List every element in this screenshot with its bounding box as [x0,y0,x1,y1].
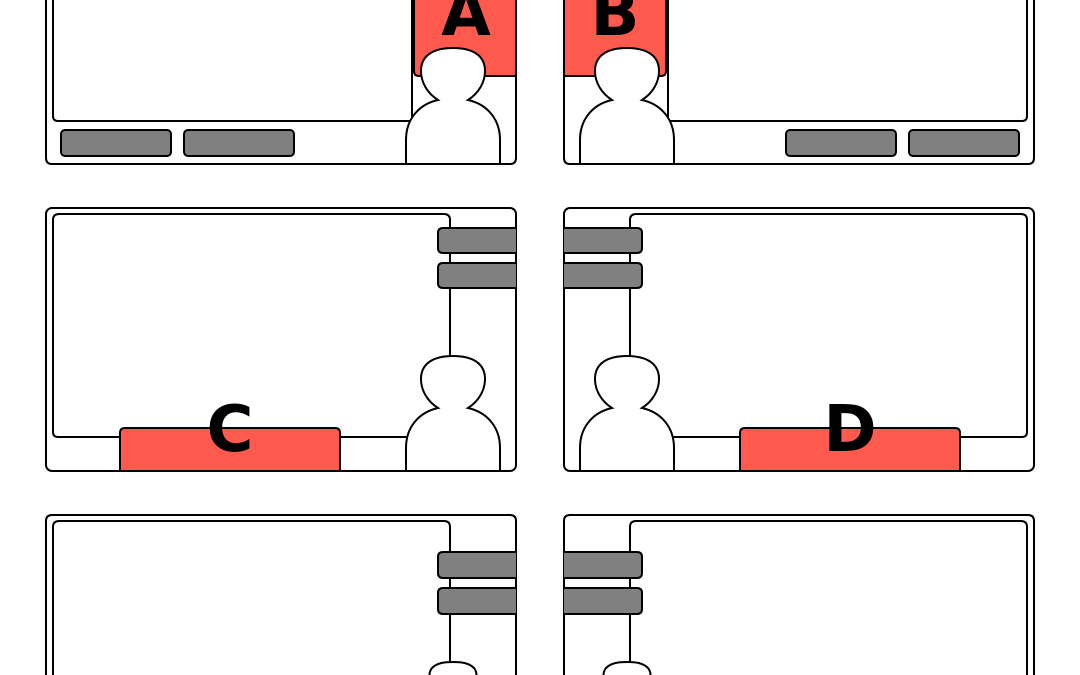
person-silhouette-icon [602,660,652,675]
panel-a-outer-frame [45,0,517,165]
panel-e-sidebar-button-2[interactable] [437,587,516,615]
person-silhouette-icon [405,46,501,165]
panel-b-outer-frame [563,0,1035,165]
person-silhouette-icon [428,660,478,675]
panel-b-content-area [667,0,1028,122]
panel-f-sidebar-button-1[interactable] [564,551,643,579]
panel-c-sidebar-button-1[interactable] [437,227,516,254]
panel-f-sidebar-button-2[interactable] [564,587,643,615]
panel-c-bottom-bar-highlight[interactable] [119,427,341,472]
person-silhouette-icon [579,354,675,472]
panel-c: C [45,207,517,472]
panel-d: D [563,207,1035,472]
panel-d-content-area [629,213,1028,438]
panel-d-sidebar-button-1[interactable] [564,227,643,254]
panel-a-content-area [52,0,413,122]
panel-b-control-button-2[interactable] [908,129,1020,157]
person-silhouette-icon [405,354,501,472]
panel-e [45,514,517,675]
panel-b-control-button-1[interactable] [785,129,897,157]
panel-d-sidebar-button-2[interactable] [564,262,643,289]
panel-c-content-area [52,213,451,438]
panel-b: B [563,0,1035,165]
panel-a: A [45,0,517,165]
panel-e-sidebar-button-1[interactable] [437,551,516,579]
panel-e-outer-frame [45,514,517,675]
panel-b-letter: B [591,0,640,51]
person-silhouette-icon [579,46,675,165]
panel-d-bottom-bar-highlight[interactable] [739,427,961,472]
panel-a-control-button-2[interactable] [183,129,295,157]
panel-f-content-area [629,520,1028,675]
panel-d-letter: D [823,393,876,467]
panel-f-outer-frame [563,514,1035,675]
panel-c-sidebar-button-2[interactable] [437,262,516,289]
panel-f [563,514,1035,675]
panel-a-control-button-1[interactable] [60,129,172,157]
panel-c-letter: C [207,393,254,467]
panel-e-content-area [52,520,451,675]
panel-a-letter: A [441,0,491,51]
